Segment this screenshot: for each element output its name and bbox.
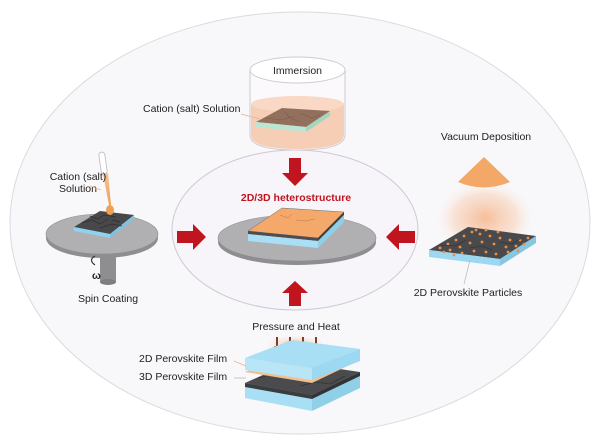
arrow-right-icon — [177, 224, 206, 250]
arrow-down-icon — [282, 158, 308, 186]
beaker-rim — [249, 56, 346, 84]
pressure-heat-title: Pressure and Heat — [252, 321, 340, 333]
spin-coating-title: Spin Coating — [78, 293, 138, 305]
vacuum-deposition-group: Vacuum Deposition 2D Perovskite Particle… — [414, 131, 537, 299]
film-3d-label: 3D Perovskite Film — [139, 371, 227, 383]
spin-solution-label-line2: Solution — [59, 183, 97, 195]
film-2d-label: 2D Perovskite Film — [139, 353, 227, 365]
pressure-heat-group: Pressure and Heat 2D Perovskite Film 3D … — [139, 321, 360, 411]
perovskite-particles — [438, 228, 530, 257]
arrow-up-icon — [282, 281, 308, 306]
evaporation-source-cone — [458, 157, 510, 188]
immersion-solution-label: Cation (salt) Solution — [143, 103, 241, 115]
solution-drop — [106, 205, 114, 215]
arrow-left-icon — [386, 224, 415, 250]
center-heterostructure: 2D/3D heterostructure — [217, 192, 377, 265]
center-title: 2D/3D heterostructure — [241, 192, 351, 204]
spin-solution-label-line1: Cation (salt) — [50, 171, 107, 183]
particles-label: 2D Perovskite Particles — [414, 287, 523, 299]
immersion-title: Immersion — [273, 65, 322, 77]
omega-symbol: ω — [92, 270, 101, 282]
vacuum-deposition-title: Vacuum Deposition — [441, 131, 531, 143]
immersion-group: Immersion Cation (salt) Solution — [143, 56, 346, 151]
spin-leader-line — [89, 185, 102, 191]
spin-coating-group: ω Cation (salt) Solution Spin Coating — [45, 151, 159, 305]
immersion-leader-line — [240, 113, 261, 120]
